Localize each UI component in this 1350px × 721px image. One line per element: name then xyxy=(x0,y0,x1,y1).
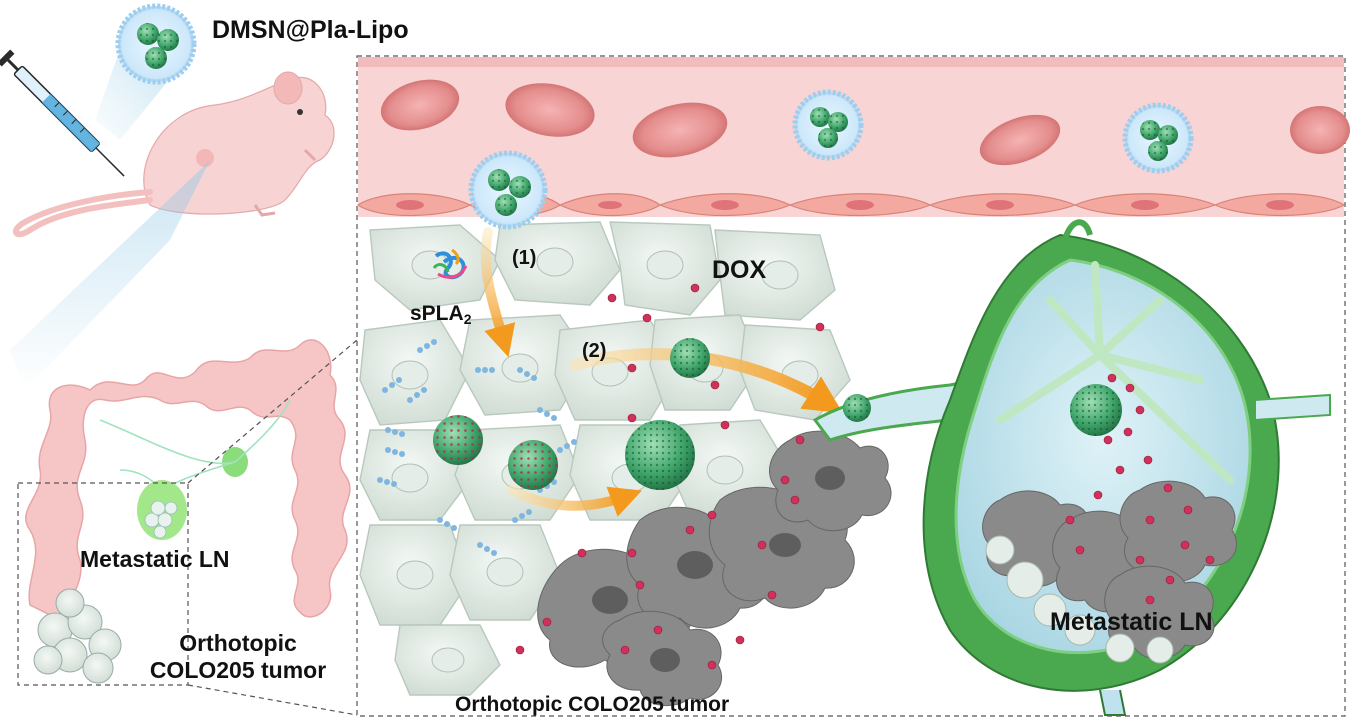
tumor-label-bottom: Orthotopic COLO205 tumor xyxy=(455,694,729,715)
liposome-icon xyxy=(471,153,545,227)
mesoporous-silica-nanoparticle-icon xyxy=(843,394,871,422)
enzyme-label-main: sPLA xyxy=(410,302,464,325)
mesoporous-silica-nanoparticle-icon xyxy=(508,440,558,490)
liposome-icon xyxy=(118,6,194,82)
formulation-label: DMSN@Pla-Lipo xyxy=(212,18,409,43)
step2-label: (2) xyxy=(582,341,606,361)
mesoporous-silica-nanoparticle-icon xyxy=(1070,384,1122,436)
dox-label: DOX xyxy=(712,258,766,283)
metastatic-ln-label-right: Metastatic LN xyxy=(1050,610,1213,635)
tumor-label-left: Orthotopic COLO205 tumor xyxy=(118,630,358,684)
enzyme-label: sPLA2 xyxy=(410,303,471,326)
tumor-label-left-line1: Orthotopic xyxy=(118,630,358,657)
enzyme-label-subscript: 2 xyxy=(464,311,472,327)
liposome-icon xyxy=(1125,105,1191,171)
zoom-line-bottom xyxy=(188,685,357,715)
tumor-label-left-line2: COLO205 tumor xyxy=(118,657,358,684)
metastatic-ln-label-left: Metastatic LN xyxy=(80,548,230,571)
liposome-icon xyxy=(795,92,861,158)
mesoporous-silica-nanoparticle-icon xyxy=(670,338,710,378)
mesoporous-silica-nanoparticle-icon xyxy=(433,415,483,465)
step1-label: (1) xyxy=(512,248,536,268)
mesoporous-silica-nanoparticle-icon xyxy=(625,420,695,490)
